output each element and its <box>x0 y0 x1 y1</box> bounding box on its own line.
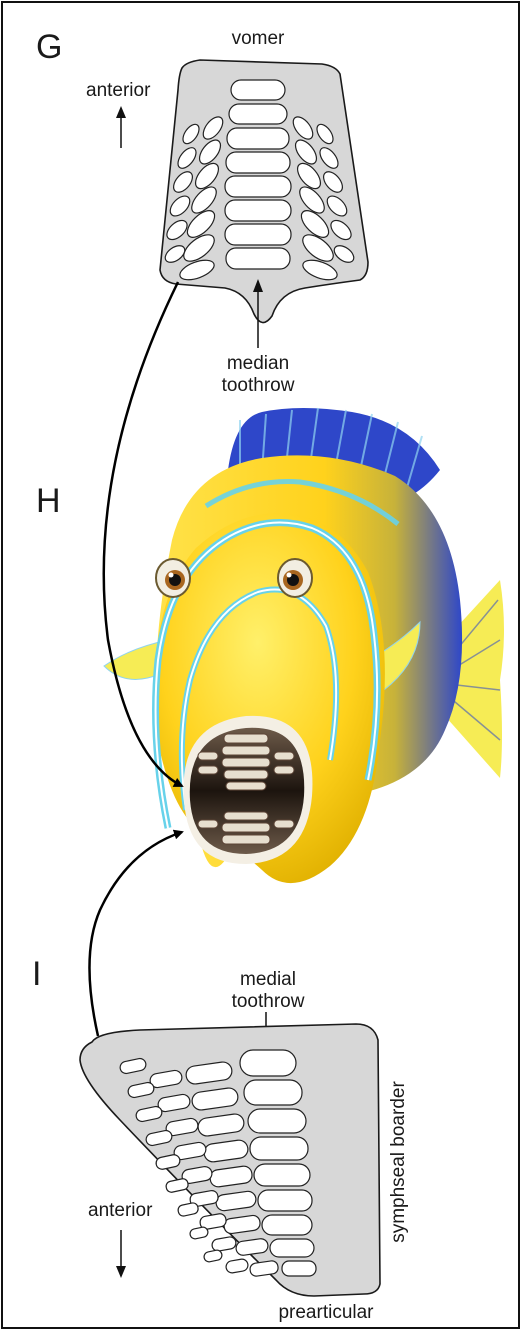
panel-letter-g: G <box>36 28 62 66</box>
prearticular-label: prearticular <box>278 1302 374 1323</box>
median-toothrow-label-line1: median <box>227 353 289 374</box>
medial-toothrow-label-line2: toothrow <box>232 991 305 1012</box>
panel-letter-h: H <box>36 482 61 520</box>
medial-toothrow-label-line1: medial <box>240 969 296 990</box>
fish-eye-right <box>278 559 312 597</box>
anterior-label-bottom: anterior <box>88 1200 153 1221</box>
anterior-arrow-top <box>116 106 126 148</box>
anterior-arrow-bottom <box>116 1230 126 1278</box>
panel-g: G vomer anterior <box>36 28 368 396</box>
median-toothrow-label-line2: toothrow <box>222 375 295 396</box>
fish-eye-left <box>156 559 190 597</box>
anterior-label-top: anterior <box>86 80 151 101</box>
prearticular-to-mouth-arrow <box>89 832 182 1036</box>
panel-letter-i: I <box>32 955 41 993</box>
panel-h: H <box>36 408 504 883</box>
panel-i: I medial toothrow <box>32 955 409 1323</box>
fish-mouth <box>184 716 313 864</box>
vomer-label: vomer <box>232 28 285 49</box>
fish-illustration <box>104 408 504 883</box>
symphseal-border-label: symphseal boarder <box>388 1081 409 1243</box>
